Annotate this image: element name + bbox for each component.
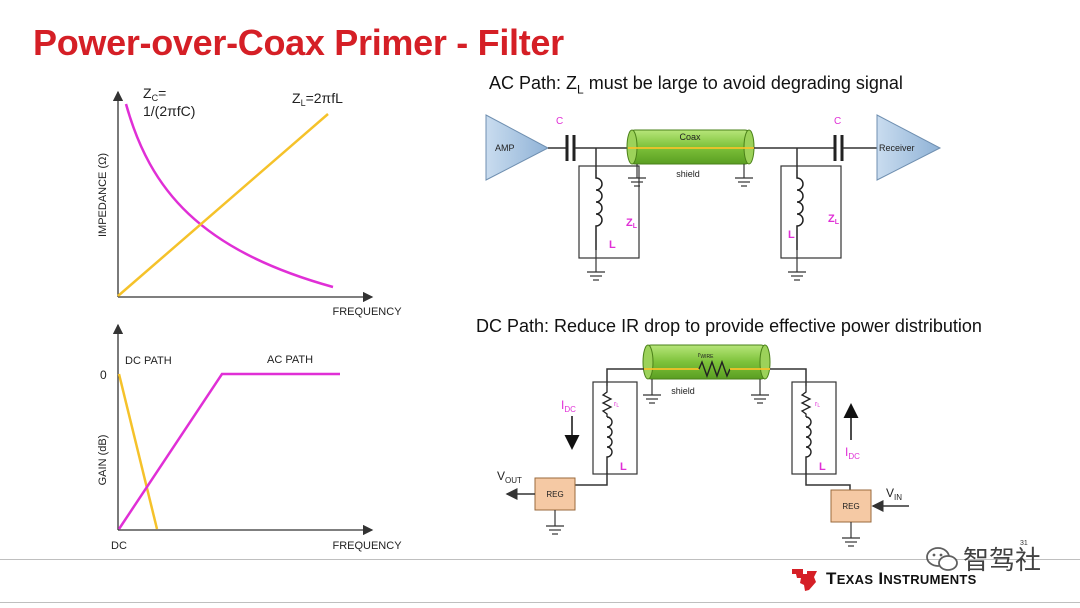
impedance-xlabel: FREQUENCY <box>332 306 402 318</box>
receiver-triangle <box>876 114 942 181</box>
reg-left <box>534 477 576 511</box>
wire-resistor <box>698 359 731 379</box>
gain-ylabel: GAIN (dB) <box>97 435 109 486</box>
dc-right-resistor <box>800 386 812 417</box>
dc-left-idc-label: IDC <box>561 398 576 414</box>
dc-left-inductor-box <box>592 381 638 475</box>
dc-left-inductor-coil <box>606 416 613 474</box>
ac-right-inductor-box <box>780 165 842 259</box>
dc-right-inductor-coil <box>805 416 812 474</box>
watermark-text: 智驾社 <box>963 546 1042 576</box>
dc-left-resistor <box>601 386 613 417</box>
zl-label: ZL=2πfL <box>292 90 343 108</box>
gain-x-origin: DC <box>111 540 127 552</box>
ac-shield-label: shield <box>676 169 700 179</box>
impedance-plot: IMPEDANCE (Ω) FREQUENCY ZC= 1/(2πfC) ZL=… <box>97 85 402 318</box>
impedance-ylabel: IMPEDANCE (Ω) <box>97 153 109 237</box>
gain-xlabel: FREQUENCY <box>332 540 402 552</box>
ac-right-inductor-coil <box>796 170 804 250</box>
wechat-icon <box>926 546 958 571</box>
vin-label: VIN <box>886 486 902 502</box>
dc-right-inductor-box <box>791 381 837 475</box>
zc-formula: 1/(2πfC) <box>143 103 195 119</box>
ac-right-l-label: L <box>788 229 795 241</box>
cap-left-label: C <box>556 116 563 127</box>
dc-path-label: DC PATH <box>125 355 172 367</box>
amp-label: AMP <box>495 143 515 153</box>
gain-y-zero: 0 <box>100 368 107 382</box>
dc-path-line <box>117 373 159 530</box>
dc-left-l-label: L <box>620 461 627 473</box>
dc-path-heading: DC Path: Reduce IR drop to provide effec… <box>476 316 982 336</box>
ac-path-heading: AC Path: ZL must be large to avoid degra… <box>489 73 903 97</box>
rwire-label: rWIRE <box>698 352 714 360</box>
dc-right-idc-label: IDC <box>845 445 860 461</box>
ti-company-name: TEXAS INSTRUMENTS <box>826 569 977 588</box>
dc-right-l-label: L <box>819 461 826 473</box>
ac-left-zl-label: ZL <box>626 217 638 230</box>
coax-label: Coax <box>679 132 701 142</box>
dc-right-rl-label: rL <box>815 401 820 409</box>
ti-logo-icon <box>792 569 817 591</box>
slide-title: Power-over-Coax Primer - Filter <box>33 22 564 63</box>
zl-line <box>117 113 329 297</box>
reg-right-label: REG <box>842 502 859 511</box>
ti-logo: TEXAS INSTRUMENTS <box>790 566 977 592</box>
reg-left-label: REG <box>546 490 563 499</box>
dc-shield-label: shield <box>671 386 695 396</box>
ac-right-zl-label: ZL <box>828 213 840 226</box>
page-number: 31 <box>1020 540 1028 547</box>
footer-bar <box>0 559 1080 603</box>
cap-right-label: C <box>834 116 841 127</box>
zc-label: ZC= <box>143 85 166 103</box>
dc-schematic: rWIRE shield rL L IDC REG VOUT <box>497 344 909 547</box>
receiver-label: Receiver <box>879 143 915 153</box>
ac-schematic: AMP C Coax shield C Recei <box>485 114 942 281</box>
dc-left-rl-label: rL <box>614 401 619 409</box>
vout-label: VOUT <box>497 469 522 485</box>
amp-triangle <box>485 114 550 181</box>
ac-path-label: AC PATH <box>267 354 313 366</box>
gain-plot: GAIN (dB) FREQUENCY DC 0 DC PATH AC PATH <box>97 323 402 552</box>
ac-left-inductor-coil <box>595 170 603 250</box>
ac-left-l-label: L <box>609 239 616 251</box>
ac-left-inductor-box <box>578 165 640 259</box>
zc-curve <box>124 103 334 289</box>
watermark: 智驾社 <box>925 540 1041 577</box>
ac-path-line <box>117 372 340 530</box>
